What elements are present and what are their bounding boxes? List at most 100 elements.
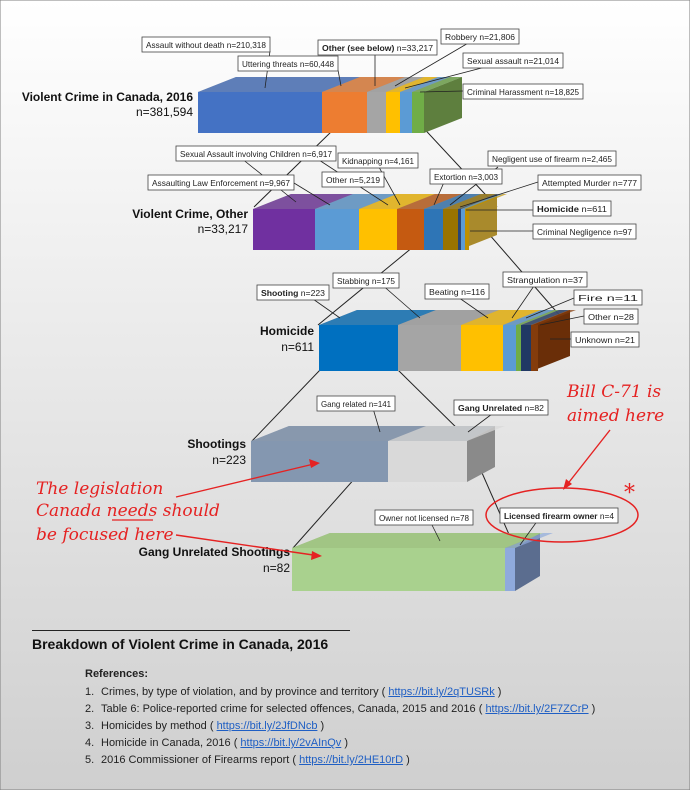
reference-link[interactable]: https://bit.ly/2F7ZCrP: [485, 703, 589, 715]
segment-top-gang_unrelated-0: [292, 533, 543, 548]
segment-top-homicide-2: [461, 310, 541, 325]
tier-total-other: n=33,217: [198, 222, 249, 236]
segment-homicide-3: [503, 325, 516, 371]
callout-label: Fire n=11: [578, 294, 639, 303]
callout-gang_unrelated-1: Licensed firearm owner n=4: [499, 507, 619, 524]
callout-box: [317, 39, 438, 56]
callout-box: [573, 289, 643, 306]
segment-homicide-1: [398, 325, 461, 371]
callout-box: [332, 272, 400, 289]
tier-total-violent: n=381,594: [136, 105, 193, 119]
callout-box: [256, 284, 330, 301]
segment-top-violent-0: [198, 77, 360, 92]
callout-homicide-4: Fire n=11: [573, 289, 643, 306]
tier-violent-other: [253, 194, 507, 250]
tier-title-homicide: Homicide: [260, 324, 314, 338]
reference-link[interactable]: https://bit.ly/2qTUSRk: [388, 686, 495, 698]
callout-violent-5: Criminal Harassment n=18,825: [462, 83, 584, 100]
annotation-left-line3: be focused here: [36, 525, 174, 545]
callout-label: Uttering threats n=60,448: [242, 60, 334, 69]
tier-shootings: [251, 426, 505, 482]
callout-other-6: Attempted Murder n=777: [537, 174, 642, 191]
segment-top-homicide-6: [531, 310, 576, 325]
callout-label: Licensed firearm owner n=4: [504, 512, 614, 521]
segment-top-homicide-3: [503, 310, 554, 325]
callout-other-7: Homicide n=611: [532, 200, 612, 217]
callout-box: [532, 223, 637, 240]
callout-other-3: Kidnapping n=4,161: [337, 152, 419, 169]
callout-homicide-6: Unknown n=21: [570, 331, 640, 348]
callout-box: [429, 168, 503, 185]
callout-shootings-0: Gang related n=141: [316, 395, 396, 412]
annotation-arrowhead-upper: [309, 459, 320, 468]
segment-violent-4: [400, 92, 412, 133]
callout-box: [424, 283, 490, 300]
callout-other-0: Assaulting Law Enforcement n=9,967: [147, 174, 295, 191]
callout-label: Other n=28: [588, 313, 634, 322]
callout-box: [175, 145, 337, 162]
annotation-left-line1: The legislation: [36, 479, 163, 499]
page-title: Breakdown of Violent Crime in Canada, 20…: [32, 636, 329, 652]
title-rule: [32, 630, 350, 631]
segment-violent-1: [322, 92, 367, 133]
annotation-right-line2: aimed here: [567, 406, 664, 426]
segment-top-other-2: [359, 194, 435, 209]
tier-title-violent: Violent Crime in Canada, 2016: [22, 90, 194, 104]
annotation-arrow-right: [565, 429, 611, 487]
callout-label: Assaulting Law Enforcement n=9,967: [152, 179, 290, 188]
reference-link[interactable]: https://bit.ly/2JfDNcb: [216, 720, 318, 732]
callout-label: Shooting n=223: [261, 289, 325, 298]
callout-box: [499, 507, 619, 524]
callout-label: Strangulation n=37: [507, 276, 583, 285]
reference-link[interactable]: https://bit.ly/2HE10rD: [299, 754, 404, 766]
callout-box: [147, 174, 295, 191]
segment-top-other-0: [253, 194, 353, 209]
segment-other-6: [458, 209, 461, 250]
callout-label: Extortion n=3,003: [434, 173, 498, 182]
callout-other-5: Negligent use of firearm n=2,465: [487, 150, 617, 167]
callout-box: [316, 395, 396, 412]
callout-label: Criminal Harassment n=18,825: [467, 88, 579, 97]
segment-top-homicide-1: [398, 310, 499, 325]
reference-link[interactable]: https://bit.ly/2vAInQv: [240, 737, 342, 749]
tier-homicide-side: [532, 310, 570, 371]
references-heading: References:: [85, 668, 148, 680]
callout-label: Robbery n=21,806: [445, 33, 515, 42]
segment-homicide-0: [319, 325, 398, 371]
callout-label: Other (see below) n=33,217: [322, 44, 433, 53]
callout-homicide-1: Stabbing n=175: [332, 272, 400, 289]
callout-label: Other n=5,219: [326, 176, 380, 185]
annotation-arrowhead-right: [563, 479, 572, 490]
callout-label: Assault without death n=210,318: [146, 41, 266, 50]
callout-label: Gang related n=141: [321, 400, 391, 409]
callout-label: Beating n=116: [429, 288, 485, 297]
tier-total-homicide: n=611: [281, 340, 314, 354]
segment-homicide-2: [461, 325, 503, 371]
tier-shootings-side: [467, 426, 495, 482]
segment-other-0: [253, 209, 315, 250]
callout-violent-3: Robbery n=21,806: [440, 28, 520, 45]
segment-gang_unrelated-0: [292, 548, 505, 591]
segment-violent-3: [386, 92, 400, 133]
tier-total-gang: n=82: [263, 561, 290, 575]
callout-homicide-3: Strangulation n=37: [502, 271, 588, 288]
segment-top-shootings-0: [251, 426, 426, 441]
tier-homicide: [319, 310, 576, 371]
callout-label: Sexual assault n=21,014: [467, 57, 559, 66]
callout-label: Criminal Negligence n=97: [537, 228, 632, 237]
reference-item: 3.Homicides by method ( https://bit.ly/2…: [85, 720, 325, 732]
callout-other-2: Other n=5,219: [321, 171, 385, 188]
segment-top-gang_unrelated-1: [505, 533, 553, 548]
segment-other-5: [443, 209, 458, 250]
segment-top-other-7: [461, 194, 503, 209]
callout-label: Stabbing n=175: [337, 277, 395, 286]
annotation-arrow-upper: [175, 462, 319, 498]
tier-total-shootings: n=223: [212, 453, 246, 467]
callout-box: [337, 152, 419, 169]
callout-box: [321, 171, 385, 188]
callout-box: [502, 271, 588, 288]
segment-violent-0: [198, 92, 322, 133]
reference-item: 5.2016 Commissioner of Firearms report (…: [85, 754, 410, 766]
callout-labels: Assault without death n=210,318Uttering …: [141, 28, 643, 526]
